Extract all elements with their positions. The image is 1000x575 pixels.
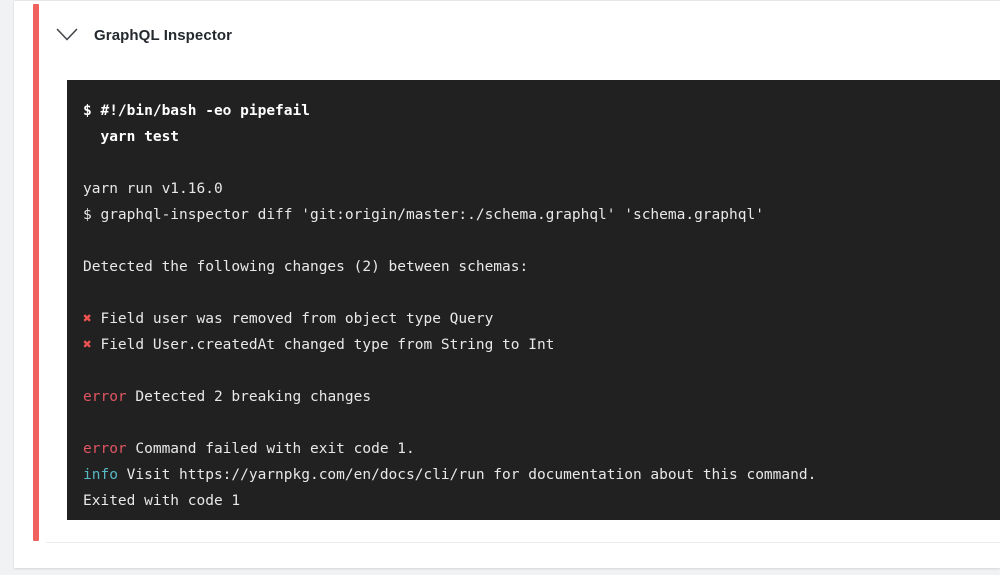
log-line: Exited with code 1 [83, 488, 1000, 514]
log-line [83, 228, 1000, 254]
log-line-prefix: ✖ [83, 337, 92, 353]
log-line: Detected the following changes (2) betwe… [83, 254, 1000, 280]
log-line-text: Field User.createdAt changed type from S… [91, 337, 555, 353]
log-line-prefix: ✖ [83, 311, 92, 327]
log-line-text: $ graphql-inspector diff 'git:origin/mas… [83, 207, 764, 223]
log-line-prefix: error [83, 389, 127, 405]
log-line [83, 358, 1000, 384]
log-line-text: Detected the following changes (2) betwe… [83, 259, 529, 275]
log-line-text: $ #!/bin/bash -eo pipefail [83, 103, 310, 119]
log-line: yarn run v1.16.0 [83, 176, 1000, 202]
log-line: $ graphql-inspector diff 'git:origin/mas… [83, 202, 1000, 228]
status-accent-bar [33, 4, 39, 541]
log-line-text: Field user was removed from object type … [91, 311, 494, 327]
log-line-text: Exited with code 1 [83, 493, 241, 509]
log-line: $ #!/bin/bash -eo pipefail [83, 98, 1000, 124]
log-line [83, 280, 1000, 306]
log-line [83, 150, 1000, 176]
log-lines: $ #!/bin/bash -eo pipefail yarn test yar… [67, 98, 1000, 514]
check-result-card: GraphQL Inspector $ #!/bin/bash -eo pipe… [14, 0, 1000, 568]
card-footer [14, 543, 1000, 568]
check-header[interactable]: GraphQL Inspector [54, 16, 232, 54]
card-bottom-divider [46, 542, 1000, 543]
chevron-down-icon[interactable] [54, 22, 80, 48]
log-output-panel[interactable]: $ #!/bin/bash -eo pipefail yarn test yar… [67, 80, 1000, 520]
log-line: yarn test [83, 124, 1000, 150]
log-line: error Command failed with exit code 1. [83, 436, 1000, 462]
log-line-text: yarn test [83, 129, 180, 145]
page-title: GraphQL Inspector [94, 26, 233, 44]
log-line-text: Detected 2 breaking changes [126, 389, 372, 405]
log-line: ✖ Field User.createdAt changed type from… [83, 332, 1000, 358]
log-line-text: yarn run v1.16.0 [83, 181, 223, 197]
log-line-text: Command failed with exit code 1. [126, 441, 415, 457]
card-top-divider [14, 0, 1000, 1]
log-line: error Detected 2 breaking changes [83, 384, 1000, 410]
log-line: info Visit https://yarnpkg.com/en/docs/c… [83, 462, 1000, 488]
log-line-text: Visit https://yarnpkg.com/en/docs/cli/ru… [117, 467, 817, 483]
log-line [83, 410, 1000, 436]
log-line-prefix: error [83, 441, 127, 457]
log-line-prefix: info [83, 467, 118, 483]
log-line: ✖ Field user was removed from object typ… [83, 306, 1000, 332]
